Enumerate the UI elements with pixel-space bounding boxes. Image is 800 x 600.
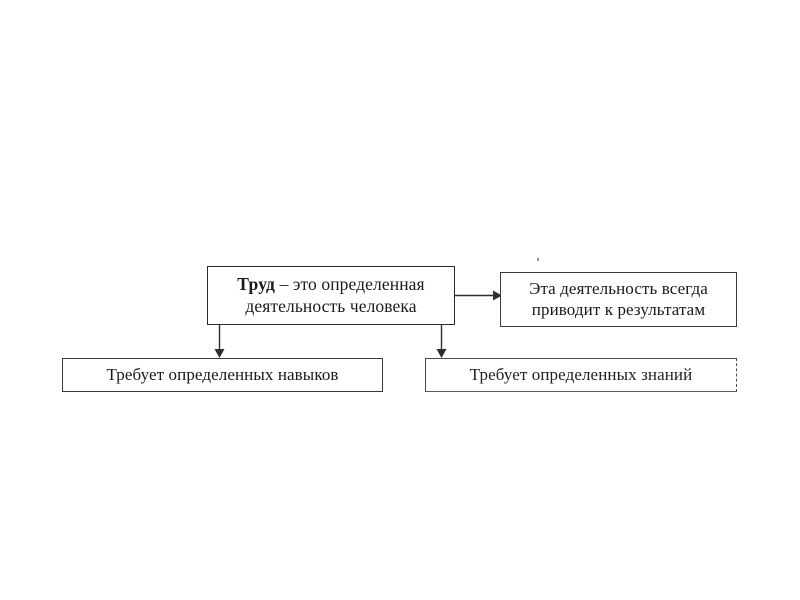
edge-definition-to-skills	[214, 325, 225, 358]
node-result-line-2: приводит к результатам	[531, 299, 706, 319]
node-skills-line-1: Требует определенных навыков	[106, 364, 339, 384]
node-definition-text: Труд – это определенная деятельность чел…	[208, 274, 454, 317]
node-knowledge-line-1: Требует определенных знаний	[469, 364, 693, 384]
node-definition: Труд – это определенная деятельность чел…	[207, 266, 455, 325]
node-knowledge: Требует определенных знаний	[425, 358, 737, 392]
node-skills-text: Требует определенных навыков	[63, 365, 382, 386]
node-definition-line-2: деятельность человека	[245, 295, 417, 316]
node-result-text: Эта деятельность всегда приводит к резул…	[501, 279, 736, 320]
node-knowledge-text: Требует определенных знаний	[426, 365, 736, 386]
edge-definition-to-knowledge	[436, 325, 447, 358]
node-definition-line-1-rest: – это определенная	[275, 274, 425, 295]
node-skills: Требует определенных навыков	[62, 358, 383, 392]
scan-speck	[537, 258, 539, 261]
edge-definition-to-result	[455, 290, 502, 301]
node-result-line-1: Эта деятельность всегда	[529, 278, 708, 298]
node-definition-term: Труд	[237, 274, 276, 295]
node-definition-line-1: Труд – это определенная	[214, 274, 448, 295]
node-result: Эта деятельность всегда приводит к резул…	[500, 272, 737, 327]
